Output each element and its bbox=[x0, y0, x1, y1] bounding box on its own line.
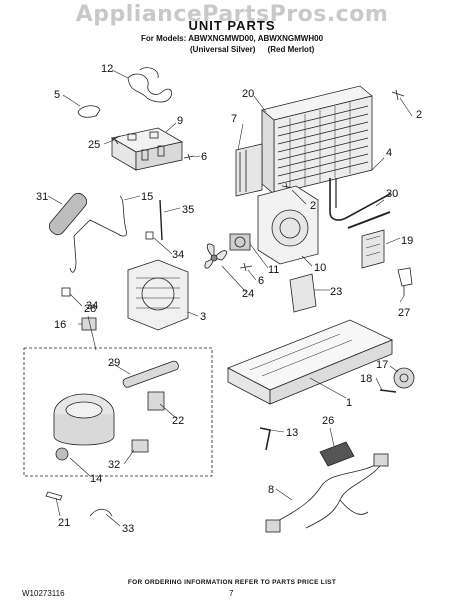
part-34-clip-top bbox=[145, 231, 154, 240]
callout-16: 16 bbox=[54, 319, 66, 331]
callout-29: 29 bbox=[108, 357, 120, 369]
callout-13: 13 bbox=[286, 427, 298, 439]
callout-14: 14 bbox=[90, 473, 102, 485]
callout-17: 17 bbox=[376, 359, 388, 371]
callout-3: 3 bbox=[200, 311, 206, 323]
callout-11: 11 bbox=[268, 264, 279, 276]
callout-21: 21 bbox=[58, 517, 70, 529]
document-id: W10273116 bbox=[22, 589, 65, 598]
part-34-clip-lower bbox=[61, 287, 71, 297]
part-6-screw-top bbox=[183, 153, 195, 161]
callout-23: 23 bbox=[330, 286, 342, 298]
callout-22: 22 bbox=[172, 415, 184, 427]
part-26-label bbox=[319, 441, 355, 467]
part-15-capillary-tube bbox=[69, 195, 127, 273]
part-11-fan-motor bbox=[229, 233, 251, 251]
part-30-drain-tube bbox=[347, 211, 391, 229]
callout-28-label: 28 bbox=[84, 303, 96, 315]
part-27-bracket bbox=[397, 267, 413, 296]
callout-25: 25 bbox=[88, 139, 100, 151]
part-2-screw-top bbox=[391, 89, 405, 101]
watermark: AppliancePartsPros.com bbox=[75, 2, 389, 27]
part-18-pin bbox=[379, 389, 397, 393]
part-10-fan-shroud bbox=[257, 185, 319, 265]
callout-32: 32 bbox=[108, 459, 120, 471]
part-33-wire-clip bbox=[89, 508, 113, 517]
part-5-clip bbox=[77, 105, 101, 118]
callout-33: 33 bbox=[122, 523, 134, 535]
part-25-screw bbox=[111, 135, 121, 145]
part-9-control-box bbox=[110, 127, 184, 171]
callout-24: 24 bbox=[242, 288, 254, 300]
part-29-start-relay bbox=[122, 360, 179, 388]
part-32-capacitor bbox=[131, 439, 149, 453]
model-variants: (Universal Silver) (Red Merlot) bbox=[190, 45, 324, 54]
part-19-foam-block bbox=[361, 229, 385, 269]
page-number: 7 bbox=[229, 589, 234, 598]
callout-34-top: 34 bbox=[172, 249, 184, 261]
part-8-wire-harness bbox=[265, 453, 389, 533]
leader-lines bbox=[47, 69, 413, 527]
callout-18: 18 bbox=[360, 373, 372, 385]
variant-universal-silver: (Universal Silver) bbox=[190, 45, 256, 54]
part-3-condenser-fan-cover bbox=[127, 259, 189, 331]
callout-1: 1 bbox=[346, 397, 352, 409]
callout-7: 7 bbox=[231, 113, 237, 125]
part-17-roller bbox=[393, 367, 415, 389]
callout-31: 31 bbox=[36, 191, 48, 203]
ordering-note: FOR ORDERING INFORMATION REFER TO PARTS … bbox=[127, 579, 337, 586]
part-31-drier bbox=[48, 192, 88, 236]
part-1-base-tray bbox=[227, 319, 393, 405]
part-28-compressor-group-frame bbox=[23, 347, 213, 477]
callout-6-mid: 6 bbox=[258, 275, 264, 287]
callout-10: 10 bbox=[314, 262, 326, 274]
part-6-screw-mid bbox=[239, 262, 253, 272]
part-22-relay-cover bbox=[147, 391, 165, 411]
callout-34-lower: 34 bbox=[86, 300, 98, 312]
callout-4: 4 bbox=[386, 147, 392, 159]
callout-35: 35 bbox=[182, 204, 194, 216]
callout-27: 27 bbox=[398, 307, 410, 319]
callout-12: 12 bbox=[101, 63, 113, 75]
part-35-rod bbox=[159, 199, 163, 241]
callout-15: 15 bbox=[141, 191, 153, 203]
callout-5: 5 bbox=[54, 89, 60, 101]
part-20-condenser bbox=[261, 85, 373, 195]
callout-30: 30 bbox=[386, 188, 398, 200]
callout-6-top: 6 bbox=[201, 151, 207, 163]
variant-red-merlot: (Red Merlot) bbox=[267, 45, 315, 54]
callout-2-top: 2 bbox=[416, 109, 422, 121]
page-title: UNIT PARTS bbox=[188, 18, 276, 33]
models-line: For Models: ABWXNGMWD00, ABWXNGMWH00 bbox=[140, 34, 324, 43]
part-14-grommet bbox=[55, 447, 69, 461]
part-23-foam-block bbox=[289, 273, 317, 313]
part-12-heater-wire bbox=[127, 67, 173, 103]
part-24-fan-blade bbox=[204, 243, 227, 269]
part-7-condenser-bracket bbox=[235, 143, 263, 197]
part-4-tube bbox=[329, 178, 391, 221]
callout-26: 26 bbox=[322, 415, 334, 427]
part-14-compressor bbox=[53, 393, 115, 446]
callout-2-mid: 2 bbox=[310, 200, 316, 212]
part-13-bracket bbox=[259, 427, 271, 451]
callout-8: 8 bbox=[268, 484, 274, 496]
callout-20: 20 bbox=[242, 88, 254, 100]
callout-9: 9 bbox=[177, 115, 183, 127]
callout-19: 19 bbox=[401, 235, 413, 247]
part-21-clip bbox=[45, 491, 63, 501]
